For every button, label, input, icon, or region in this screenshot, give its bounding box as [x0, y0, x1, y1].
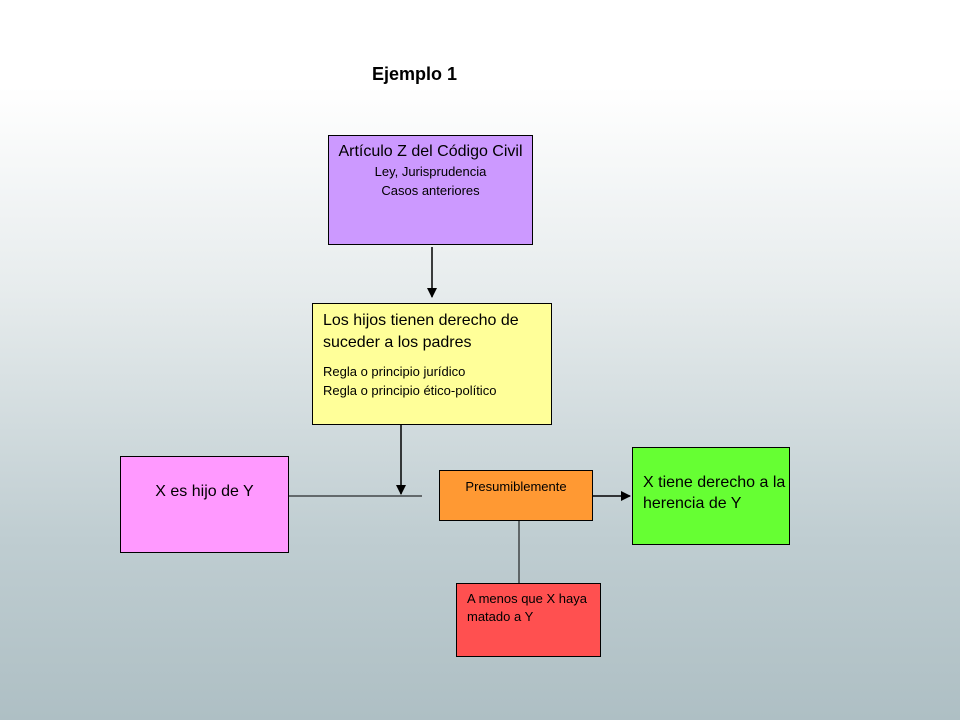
box-a-menos-que: A menos que X haya matado a Y [456, 583, 601, 657]
box-regla-hijos: Los hijos tienen derecho de suceder a lo… [312, 303, 552, 425]
articulo-sub-text-1: Ley, Jurisprudencia [374, 164, 487, 179]
hijos-sub-text-2: Regla o principio ético-político [323, 383, 497, 398]
box-presumiblemente: Presumiblemente [439, 470, 593, 521]
articulo-sub-text-2: Casos anteriores [381, 183, 480, 198]
box-articulo-codigo-civil: Artículo Z del Código Civil Ley, Jurispr… [328, 135, 533, 245]
hijos-sub-text-1: Regla o principio jurídico [323, 364, 466, 379]
box-x-tiene-derecho: X tiene derecho a la herencia de Y [632, 447, 790, 545]
diagram-title: Ejemplo 1 [372, 64, 458, 84]
hijos-main-text: Los hijos tienen derecho de suceder a lo… [323, 312, 519, 351]
hijos-sub-text: Regla o principio jurídico Regla o princ… [323, 362, 551, 400]
articulo-main-text: Artículo Z del Código Civil [338, 143, 523, 160]
box-x-es-hijo: X es hijo de Y [120, 456, 289, 553]
